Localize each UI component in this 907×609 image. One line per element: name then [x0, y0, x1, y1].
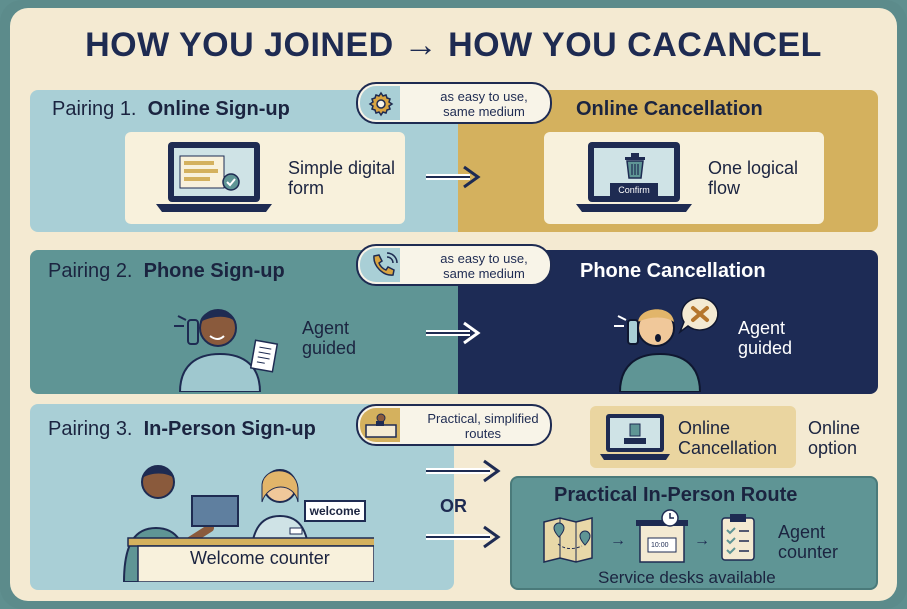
- route-arrow-1: →: [610, 532, 626, 549]
- arrow-right-icon: [426, 165, 481, 189]
- pairing2-badge-text: as easy to use, same medium: [440, 251, 528, 281]
- pairing1-right-title: Online Cancellation: [576, 98, 763, 120]
- arrow-right-icon: [426, 525, 501, 549]
- clock-icon: [636, 509, 688, 563]
- person-phone-icon: [614, 309, 702, 392]
- desk-icon: [365, 413, 397, 438]
- infographic-canvas: HOW YOU JOINED → HOW YOU CACANCEL Pairin…: [10, 8, 897, 601]
- clipboard-icon: [721, 514, 755, 561]
- route-agent-label: Agent counter: [778, 522, 839, 562]
- pairing2-left-caption: Agent guided: [302, 318, 357, 358]
- welcome-sign: welcome: [304, 500, 366, 522]
- in-person-route-title: Practical In-Person Route: [554, 484, 798, 506]
- notepad-icon: [250, 339, 279, 373]
- pairing2-right-title: Phone Cancellation: [580, 260, 766, 282]
- x-icon: [678, 297, 719, 335]
- pairing3-prefix: Pairing 3.: [48, 418, 133, 440]
- pairing1-label: Pairing 1. Online Sign-up: [52, 98, 290, 121]
- pairing2-label: Pairing 2. Phone Sign-up: [48, 260, 285, 283]
- arrow-right-icon: [426, 459, 501, 483]
- pairing1-name: Online Sign-up: [147, 98, 290, 120]
- arrow-right-icon: [426, 321, 481, 345]
- pairing2-badge: as easy to use, same medium: [356, 244, 552, 286]
- gear-icon: [368, 91, 394, 117]
- pairing2-right-caption: Agent guided: [738, 318, 793, 358]
- pairing1-left-caption: Simple digital form: [288, 158, 396, 198]
- laptop-icon: [156, 142, 272, 212]
- confirm-button: Confirm: [610, 183, 658, 197]
- route-arrow-2: →: [694, 532, 710, 549]
- pairing1-badge-text: as easy to use, same medium: [440, 89, 528, 119]
- pairing3-name: In-Person Sign-up: [143, 418, 316, 440]
- pairing1-right-caption: One logical flow: [708, 158, 799, 198]
- pairing3-label: Pairing 3. In-Person Sign-up: [48, 418, 316, 441]
- or-label: OR: [440, 496, 467, 516]
- route-caption: Service desks available: [598, 568, 776, 587]
- pairing2-prefix: Pairing 2.: [48, 260, 133, 282]
- trash-icon: [625, 153, 645, 179]
- map-icon: [543, 517, 593, 563]
- pairing3-badge: Practical, simplified routes: [356, 404, 552, 446]
- online-option-card-label: Online Cancellation: [678, 418, 778, 458]
- welcome-counter-scene: [122, 465, 374, 582]
- pairing2-name: Phone Sign-up: [143, 260, 285, 282]
- person-phone-icon: [174, 309, 262, 392]
- pairing1-badge: as easy to use, same medium: [356, 82, 552, 124]
- page-title: HOW YOU JOINED → HOW YOU CACANCEL: [85, 26, 822, 64]
- pairing3-badge-text: Practical, simplified routes: [427, 411, 539, 441]
- clock-display: 10:00: [651, 542, 669, 549]
- pairing1-prefix: Pairing 1.: [52, 98, 137, 120]
- welcome-counter-label: Welcome counter: [190, 548, 330, 568]
- phone-icon: [373, 252, 398, 276]
- online-option-label: Online option: [808, 418, 861, 458]
- laptop-icon: [600, 414, 670, 460]
